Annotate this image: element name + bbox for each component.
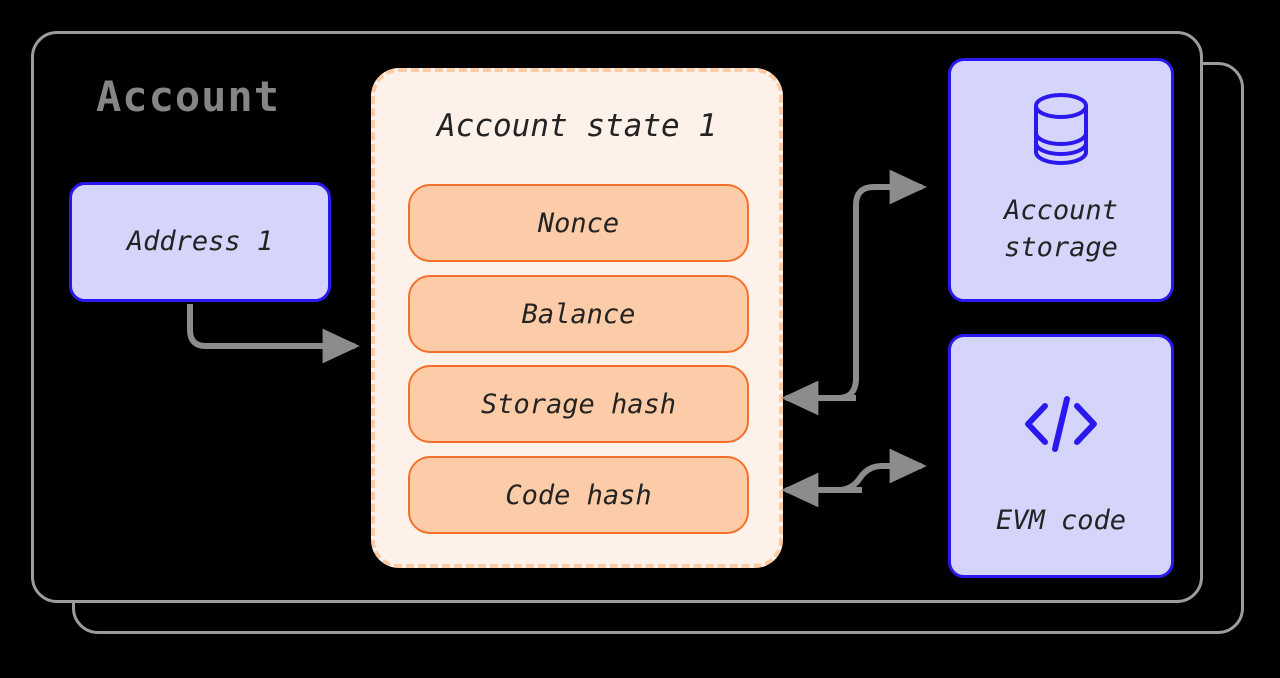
account-state-container[interactable]: Account state 1 Nonce Balance Storage ha… [371,68,783,568]
code-brackets-icon [1021,393,1101,465]
node-evm-code-label: EVM code [995,505,1127,537]
node-address-1-label: Address 1 [126,225,274,257]
database-icon [1030,91,1092,177]
field-nonce[interactable]: Nonce [408,184,749,262]
field-balance-label: Balance [521,298,636,330]
account-state-title: Account state 1 [437,108,717,144]
field-nonce-label: Nonce [537,207,620,239]
page-title: Account [96,72,281,121]
node-address-1[interactable]: Address 1 [69,182,331,302]
field-storage-hash[interactable]: Storage hash [408,365,749,443]
node-evm-code[interactable]: EVM code [948,334,1174,578]
field-code-hash-label: Code hash [505,479,652,511]
field-balance[interactable]: Balance [408,275,749,353]
field-storage-hash-label: Storage hash [480,388,677,420]
field-code-hash[interactable]: Code hash [408,456,749,534]
node-account-storage-label: Account storage [1004,195,1118,263]
node-account-storage[interactable]: Account storage [948,58,1174,302]
